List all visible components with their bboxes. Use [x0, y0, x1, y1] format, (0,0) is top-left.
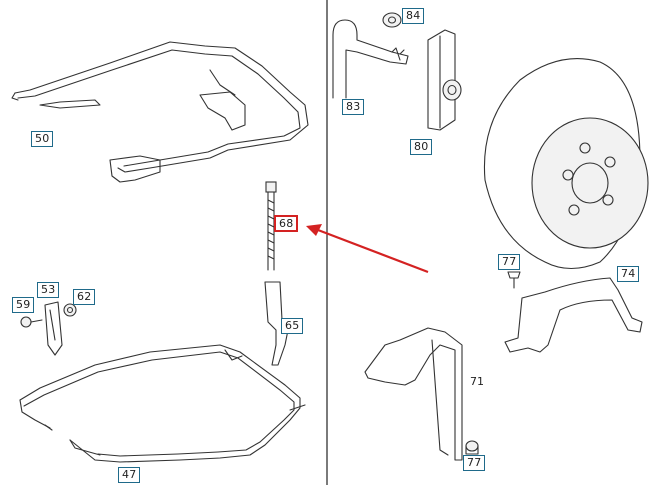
part-label-71[interactable]: 71 — [470, 375, 484, 388]
part-label-59[interactable]: 59 — [12, 297, 35, 313]
part-label-62[interactable]: 62 — [73, 289, 96, 305]
part-label-83[interactable]: 83 — [342, 99, 365, 115]
strap-71 — [364, 327, 463, 461]
part-label-65[interactable]: 65 — [281, 318, 304, 334]
wire-frame-50 — [11, 41, 309, 183]
part-label-84[interactable]: 84 — [402, 8, 425, 24]
part-label-47[interactable]: 47 — [118, 467, 141, 483]
channel-80 — [427, 29, 462, 131]
spare-wheel — [483, 58, 649, 270]
saddle-74 — [504, 277, 643, 353]
part-label-50[interactable]: 50 — [31, 131, 54, 147]
part-label-80[interactable]: 80 — [410, 139, 433, 155]
washer-84 — [382, 12, 402, 28]
highlight-arrow — [306, 224, 429, 274]
part-label-77-lower[interactable]: 77 — [463, 455, 486, 471]
part-label-74[interactable]: 74 — [617, 266, 640, 282]
part-label-77-upper[interactable]: 77 — [498, 254, 521, 270]
bolt-77-lower — [465, 440, 479, 455]
j-bolt-83 — [332, 19, 409, 99]
hardware-59-53-62 — [20, 301, 77, 356]
part-label-53[interactable]: 53 — [37, 282, 60, 298]
part-label-68-highlighted[interactable]: 68 — [274, 215, 299, 232]
wire-frame-47 — [19, 344, 306, 463]
bracket-65 — [264, 281, 289, 366]
bolt-77-upper — [507, 271, 521, 289]
